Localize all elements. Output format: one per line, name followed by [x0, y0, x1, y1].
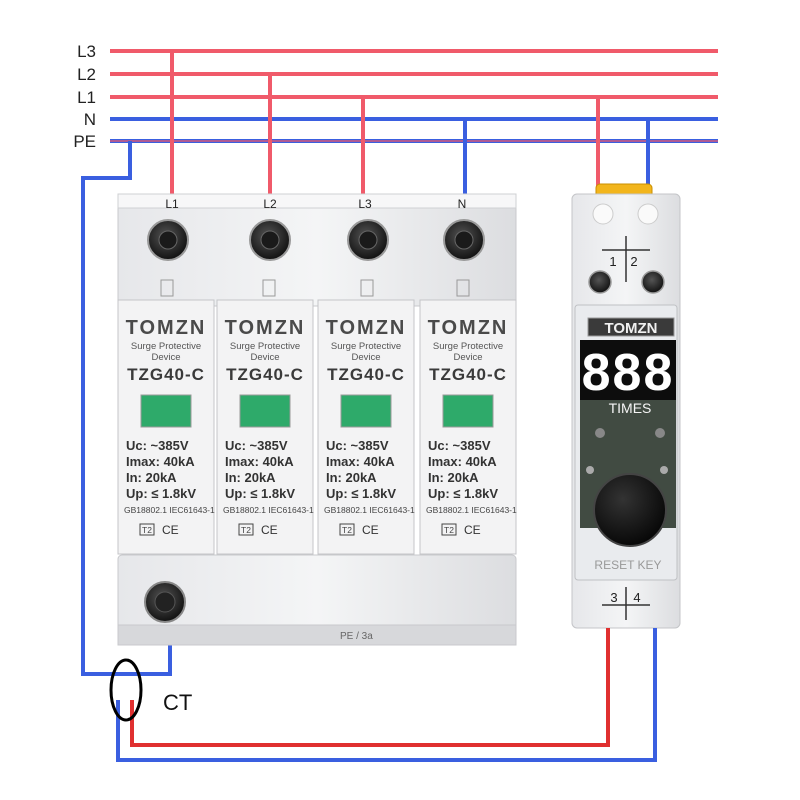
module-subtitle-1: Surge Protective	[331, 341, 401, 352]
ct-label: CT	[163, 690, 192, 715]
module-subtitle-1: Surge Protective	[433, 341, 503, 352]
spd-module-3: TOMZN Surge Protective Device TZG40-C Uc…	[317, 299, 415, 555]
counter-screw-2	[641, 270, 665, 294]
module-brand: TOMZN	[126, 317, 207, 339]
spd-screw-l2	[249, 219, 291, 297]
counter-brand-plate	[587, 317, 675, 337]
counter-terminal-1: 1	[609, 254, 616, 269]
spd-screw-l1	[147, 219, 189, 297]
module-class: T2	[342, 525, 352, 535]
bus-label-l2: L2	[77, 65, 96, 84]
counter-display-label: TIMES	[609, 400, 652, 416]
module-subtitle-2: Device	[250, 352, 279, 363]
module-up: Up: ≤ 1.8kV	[326, 486, 396, 501]
spd-module-4: TOMZN Surge Protective Device TZG40-C Uc…	[419, 299, 517, 555]
module-imax: Imax: 40kA	[126, 454, 195, 469]
ct-ring	[109, 658, 143, 722]
counter-brand: TOMZN	[604, 320, 657, 337]
module-subtitle-2: Device	[453, 352, 482, 363]
counter-terminal-3: 3	[610, 590, 617, 605]
module-in: In: 20kA	[225, 470, 276, 485]
counter-display-digits: 888	[582, 344, 675, 402]
module-subtitle-2: Device	[151, 352, 180, 363]
counter-terminal-4: 4	[633, 590, 640, 605]
module-mark: CE	[362, 523, 379, 537]
module-up: Up: ≤ 1.8kV	[225, 486, 295, 501]
spd-terminal-label-l2: L2	[263, 197, 277, 211]
feed-wires	[81, 51, 650, 676]
module-standards: GB18802.1 IEC61643-1	[426, 505, 517, 515]
module-class: T2	[241, 525, 251, 535]
module-uc: Uc: ~385V	[126, 438, 189, 453]
module-standards: GB18802.1 IEC61643-1	[324, 505, 415, 515]
counter-wire-4	[116, 628, 657, 762]
reset-key-label: RESET KEY	[594, 558, 661, 572]
module-up: Up: ≤ 1.8kV	[428, 486, 498, 501]
module-up: Up: ≤ 1.8kV	[126, 486, 196, 501]
spd-module-2: TOMZN Surge Protective Device TZG40-C Uc…	[216, 299, 314, 555]
spd-screw-n	[443, 219, 485, 297]
module-model: TZG40-C	[226, 365, 304, 384]
module-brand: TOMZN	[225, 317, 306, 339]
module-class: T2	[142, 525, 152, 535]
module-standards: GB18802.1 IEC61643-1	[124, 505, 215, 515]
spd-terminal-label-n: N	[458, 197, 467, 211]
counter-wire-3	[130, 628, 610, 747]
module-mark: CE	[261, 523, 278, 537]
spd-top-rim	[117, 193, 517, 209]
module-in: In: 20kA	[126, 470, 177, 485]
bus-labels: L3 L2 L1 N PE	[73, 42, 96, 151]
spd-bottom-label: PE / 3a	[340, 631, 373, 642]
status-indicator	[140, 394, 192, 428]
status-indicator	[442, 394, 494, 428]
spd-terminal-label-l3: L3	[358, 197, 372, 211]
module-imax: Imax: 40kA	[428, 454, 497, 469]
pe-wire	[81, 141, 172, 676]
module-in: In: 20kA	[326, 470, 377, 485]
counter-terminal-2: 2	[630, 254, 637, 269]
module-mark: CE	[162, 523, 179, 537]
surge-protective-device: PE / 3a L1 L2 L3 N	[117, 193, 517, 646]
status-indicator	[340, 394, 392, 428]
spd-screw-l3	[347, 219, 389, 297]
module-subtitle-1: Surge Protective	[131, 341, 201, 352]
surge-counter: 1 2 TOMZN 888 TIMES RESET KEY 3 4	[571, 183, 681, 629]
status-indicator	[239, 394, 291, 428]
module-uc: Uc: ~385V	[428, 438, 491, 453]
module-uc: Uc: ~385V	[225, 438, 288, 453]
bus-label-l3: L3	[77, 42, 96, 61]
module-imax: Imax: 40kA	[326, 454, 395, 469]
module-imax: Imax: 40kA	[225, 454, 294, 469]
spd-terminal-label-l1: L1	[165, 197, 179, 211]
module-model: TZG40-C	[429, 365, 507, 384]
bus-bars	[110, 49, 718, 143]
bus-label-pe: PE	[73, 132, 96, 151]
bus-label-l1: L1	[77, 88, 96, 107]
bus-label-n: N	[84, 110, 96, 129]
module-brand: TOMZN	[326, 317, 407, 339]
ct-wiring: CT	[109, 628, 657, 762]
module-uc: Uc: ~385V	[326, 438, 389, 453]
module-subtitle-1: Surge Protective	[230, 341, 300, 352]
counter-screw-1	[588, 270, 612, 294]
reset-key-button[interactable]	[593, 473, 667, 547]
module-model: TZG40-C	[127, 365, 205, 384]
module-mark: CE	[464, 523, 481, 537]
spd-bottom-band	[117, 624, 517, 646]
module-brand: TOMZN	[428, 317, 509, 339]
spd-module-1: TOMZN Surge Protective Device TZG40-C Uc…	[117, 299, 215, 555]
module-model: TZG40-C	[327, 365, 405, 384]
module-in: In: 20kA	[428, 470, 479, 485]
counter-display	[580, 340, 676, 400]
module-class: T2	[444, 525, 454, 535]
module-standards: GB18802.1 IEC61643-1	[223, 505, 314, 515]
module-subtitle-2: Device	[351, 352, 380, 363]
